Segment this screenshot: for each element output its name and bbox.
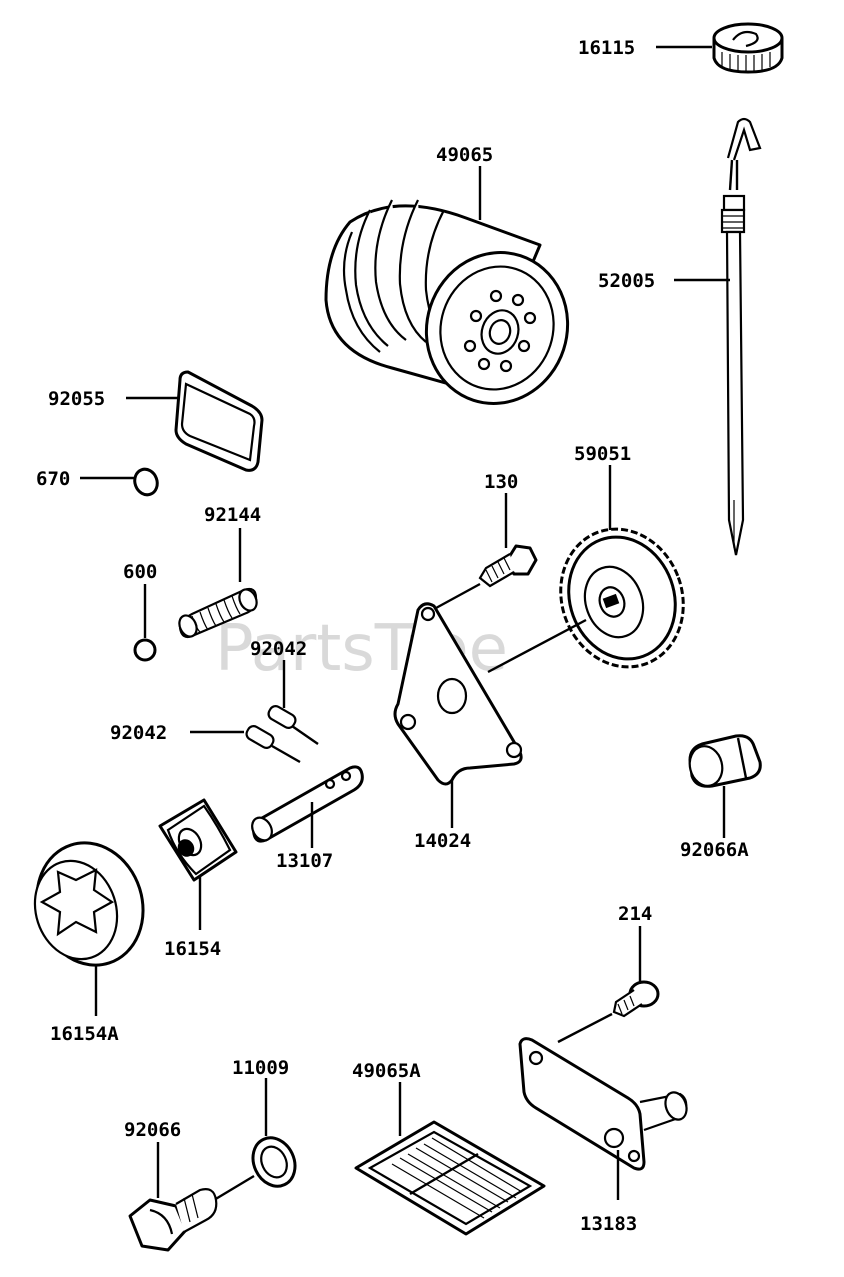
callout-11009[interactable]: 11009 <box>232 1057 289 1079</box>
assembly-line-214 <box>557 1012 613 1044</box>
o-ring-670[interactable] <box>131 466 161 498</box>
oil-filter-49065[interactable] <box>324 199 587 422</box>
callout-49065[interactable]: 49065 <box>436 144 493 166</box>
callout-670[interactable]: 670 <box>36 468 70 490</box>
strainer-49065A[interactable] <box>354 1120 546 1236</box>
assembly-line-92042b <box>271 744 301 764</box>
callout-59051[interactable]: 59051 <box>574 443 631 465</box>
shaft-13107[interactable] <box>248 765 364 844</box>
callout-92144[interactable]: 92144 <box>204 504 261 526</box>
callout-214[interactable]: 214 <box>618 903 652 925</box>
washer-11009[interactable] <box>245 1131 302 1193</box>
inner-rotor-16154[interactable] <box>158 798 238 882</box>
callout-52005[interactable]: 52005 <box>598 270 655 292</box>
spring-92144[interactable] <box>176 587 260 640</box>
callout-600[interactable]: 600 <box>123 561 157 583</box>
callout-13183[interactable]: 13183 <box>580 1213 637 1235</box>
assembly-line-130 <box>435 582 481 610</box>
callout-16115[interactable]: 16115 <box>578 37 635 59</box>
plug-92066A[interactable] <box>686 734 762 790</box>
drain-plug-92066[interactable] <box>128 1188 218 1252</box>
gear-59051[interactable] <box>542 512 703 685</box>
assembly-line-59051 <box>487 618 587 674</box>
callout-16154A[interactable]: 16154A <box>50 1023 119 1045</box>
callout-16154[interactable]: 16154 <box>164 938 221 960</box>
assembly-line-11009 <box>213 1174 255 1202</box>
bracket-13183[interactable] <box>518 1037 690 1171</box>
bolt-130[interactable] <box>478 544 538 588</box>
screw-214[interactable] <box>612 980 660 1018</box>
callout-92042-upper[interactable]: 92042 <box>250 638 307 660</box>
callout-92066A[interactable]: 92066A <box>680 839 749 861</box>
outer-rotor-16154A[interactable] <box>21 829 158 979</box>
callout-14024[interactable]: 14024 <box>414 830 471 852</box>
pump-cover-14024[interactable] <box>393 602 523 786</box>
gasket-92055[interactable] <box>174 370 264 472</box>
callout-49065A[interactable]: 49065A <box>352 1060 421 1082</box>
oil-cap-16115[interactable] <box>712 22 784 74</box>
assembly-line-92042a <box>291 725 319 745</box>
dipstick-52005[interactable] <box>720 117 762 556</box>
ball-600[interactable] <box>133 638 157 662</box>
callout-13107[interactable]: 13107 <box>276 850 333 872</box>
callout-92066[interactable]: 92066 <box>124 1119 181 1141</box>
callout-92055[interactable]: 92055 <box>48 388 105 410</box>
callout-130[interactable]: 130 <box>484 471 518 493</box>
pin-92042-upper[interactable] <box>266 704 297 730</box>
pin-92042-lower[interactable] <box>244 724 275 750</box>
callout-92042-lower[interactable]: 92042 <box>110 722 167 744</box>
